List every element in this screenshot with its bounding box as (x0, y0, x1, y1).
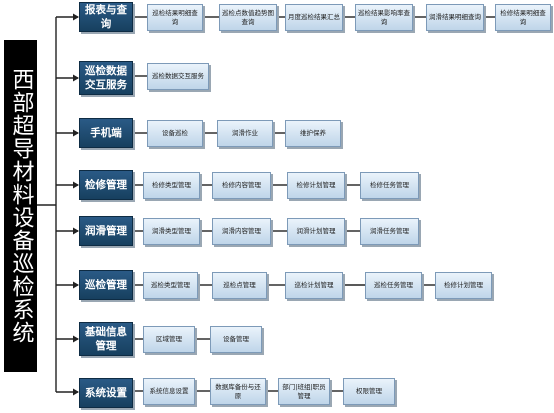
module-system-settings: 系统设置 (79, 378, 133, 408)
arrowhead (73, 74, 79, 82)
sub-item: 润滑任务管理 (360, 218, 419, 245)
sub-item: 部门|班组|职员管理 (278, 378, 330, 405)
sub-item: 润滑计划管理 (287, 218, 345, 245)
sub-item: 巡检点管理 (212, 272, 267, 299)
sub-item: 设备管理 (210, 326, 262, 353)
sub-item: 权限管理 (343, 378, 395, 405)
sub-item: 月度巡检结果汇总 (285, 4, 343, 31)
sub-item: 检修计划管理 (435, 272, 492, 299)
sub-item: 润滑结果明细查询 (426, 4, 484, 31)
module-label: 检修管理 (85, 179, 127, 191)
root-node: 西部超导材料设备巡检系统 (4, 40, 37, 372)
arrowhead (73, 13, 79, 21)
arrowhead (73, 181, 79, 189)
module-label: 润滑管理 (85, 225, 127, 237)
module-label: 系统设置 (85, 387, 127, 399)
sub-item: 检修计划管理 (287, 172, 345, 199)
sub-item: 检修类型管理 (143, 172, 200, 199)
sub-item: 巡检任务管理 (365, 272, 422, 299)
module-basic-info: 基础信息管理 (79, 322, 133, 356)
module-label: 手机端 (90, 127, 122, 139)
sub-item: 润滑类型管理 (143, 218, 200, 245)
arrowhead (73, 227, 79, 235)
sub-item: 检修任务管理 (360, 172, 419, 199)
sub-item: 润滑内容管理 (212, 218, 271, 245)
module-label: 基础信息管理 (85, 326, 127, 352)
sub-item: 数据库备份与还原 (210, 378, 266, 405)
sub-item: 维护保养 (285, 120, 341, 147)
sub-item: 巡检点数值趋势图查询 (219, 4, 277, 31)
arrowhead (73, 388, 79, 396)
module-maintenance: 检修管理 (79, 170, 133, 200)
module-data-exchange: 巡检数据交互服务 (79, 61, 133, 95)
sub-item: 巡检结果明细查询 (147, 4, 203, 31)
root-label: 西部超导材料设备巡检系统 (8, 68, 34, 344)
sub-item: 设备巡检 (147, 120, 203, 147)
sub-item: 巡检类型管理 (143, 272, 198, 299)
arrowhead (73, 129, 79, 137)
module-label: 报表与查询 (85, 4, 127, 30)
sub-item: 巡检数据交互服务 (147, 63, 209, 90)
module-inspection: 巡检管理 (79, 270, 133, 300)
module-mobile: 手机端 (79, 118, 133, 148)
sub-item: 区域管理 (143, 326, 195, 353)
arrowhead (73, 281, 79, 289)
module-label: 巡检管理 (85, 279, 127, 291)
sub-item: 系统信息设置 (143, 378, 195, 405)
sub-item: 检修内容管理 (212, 172, 271, 199)
arrowhead (73, 335, 79, 343)
sub-item: 润滑作业 (217, 120, 273, 147)
module-label: 巡检数据交互服务 (85, 65, 127, 91)
module-reports: 报表与查询 (79, 2, 133, 32)
sub-item: 巡检结果影响率查询 (355, 4, 413, 31)
module-lubrication: 润滑管理 (79, 216, 133, 246)
sub-item: 检修结果明细查询 (495, 4, 551, 31)
sub-item: 巡检计划管理 (285, 272, 343, 299)
